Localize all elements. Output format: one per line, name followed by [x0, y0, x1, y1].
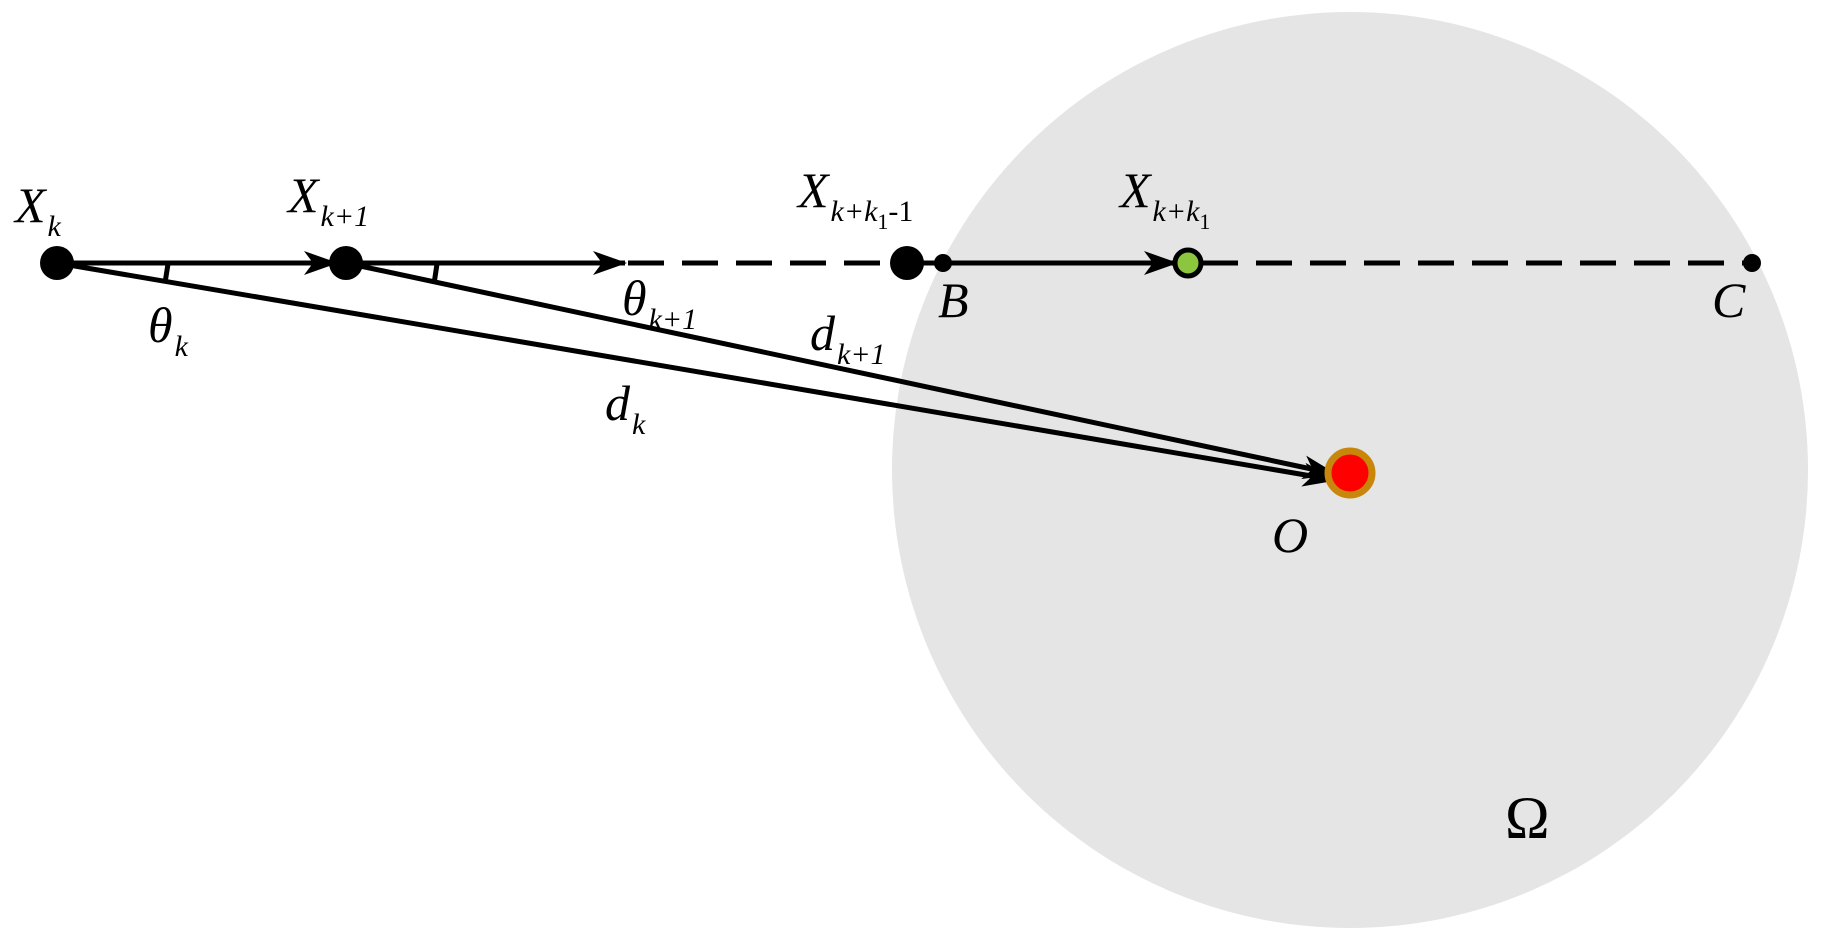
label-xk: Xk: [13, 177, 62, 243]
point-o-target: [1324, 447, 1376, 499]
label-b: B: [938, 272, 969, 328]
vector-dk1: [345, 260, 1337, 480]
point-xk: [40, 246, 74, 280]
label-theta-k: θk: [148, 297, 189, 363]
label-o: O: [1272, 507, 1308, 563]
point-c: [1743, 254, 1761, 272]
angle-mark-theta-k: [162, 263, 171, 284]
point-xkk1: [1172, 247, 1204, 279]
label-xkk1m1: Xk+k1-1: [796, 162, 913, 234]
label-c: C: [1712, 272, 1746, 328]
point-xk1: [329, 246, 363, 280]
label-theta-k1: θk+1: [622, 270, 697, 336]
vector-dk: [56, 260, 1337, 487]
label-xk1: Xk+1: [286, 167, 369, 233]
point-b: [934, 254, 952, 272]
label-omega: Ω: [1505, 785, 1550, 851]
label-d-k: dk: [605, 375, 646, 441]
label-d-k1: dk+1: [810, 305, 886, 371]
angle-mark-theta-k1: [431, 263, 440, 285]
label-xkk1: Xk+k1: [1118, 162, 1210, 234]
point-xkk1m1: [890, 246, 924, 280]
